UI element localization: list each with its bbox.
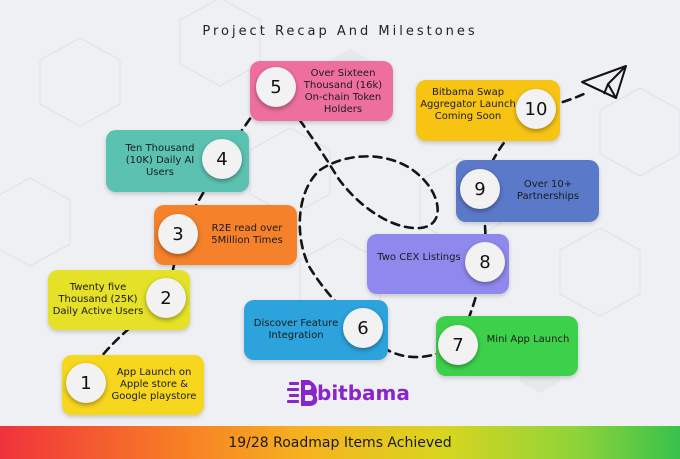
milestone-text: Two CEX Listings — [377, 252, 461, 263]
milestone-number-badge: 5 — [256, 67, 296, 107]
bitbama-logo-icon — [287, 380, 318, 406]
bitbama-logo: bitbama — [287, 378, 410, 408]
page-title: Project Recap And Milestones — [202, 24, 478, 39]
milestone-number-badge: 6 — [343, 308, 383, 348]
milestone-number-badge: 9 — [460, 169, 500, 209]
milestone-number-badge: 4 — [202, 139, 242, 179]
milestone-text: Mini App Launch — [486, 334, 570, 345]
footer-text: 19/28 Roadmap Items Achieved — [228, 434, 452, 451]
milestone-text: Twenty five Thousand (25K) Daily Active … — [52, 282, 144, 317]
milestone-number-badge: 7 — [438, 325, 478, 365]
footer-banner: 19/28 Roadmap Items Achieved — [0, 426, 680, 459]
milestone-number-badge: 3 — [158, 214, 198, 254]
milestone-text: Bitbama Swap Aggregator Launch Coming So… — [420, 87, 516, 122]
milestone-number-badge: 8 — [465, 242, 505, 282]
milestone-number-badge: 2 — [146, 278, 186, 318]
paper-plane-icon — [581, 65, 627, 99]
milestone-text: Ten Thousand (10K) Daily AI Users — [125, 143, 195, 178]
milestone-text: R2E read over 5Million Times — [211, 223, 283, 246]
milestone-number-badge: 10 — [516, 89, 556, 129]
milestone-text: App Launch on Apple store & Google plays… — [111, 367, 197, 402]
milestone-text: Over 10+ Partnerships — [516, 179, 580, 202]
logo-text: bitbama — [317, 381, 410, 405]
milestone-number-badge: 1 — [66, 363, 106, 403]
milestone-text: Discover Feature Integration — [253, 318, 339, 341]
milestone-text: Over Sixteen Thousand (16k) On-chain Tok… — [303, 68, 383, 115]
